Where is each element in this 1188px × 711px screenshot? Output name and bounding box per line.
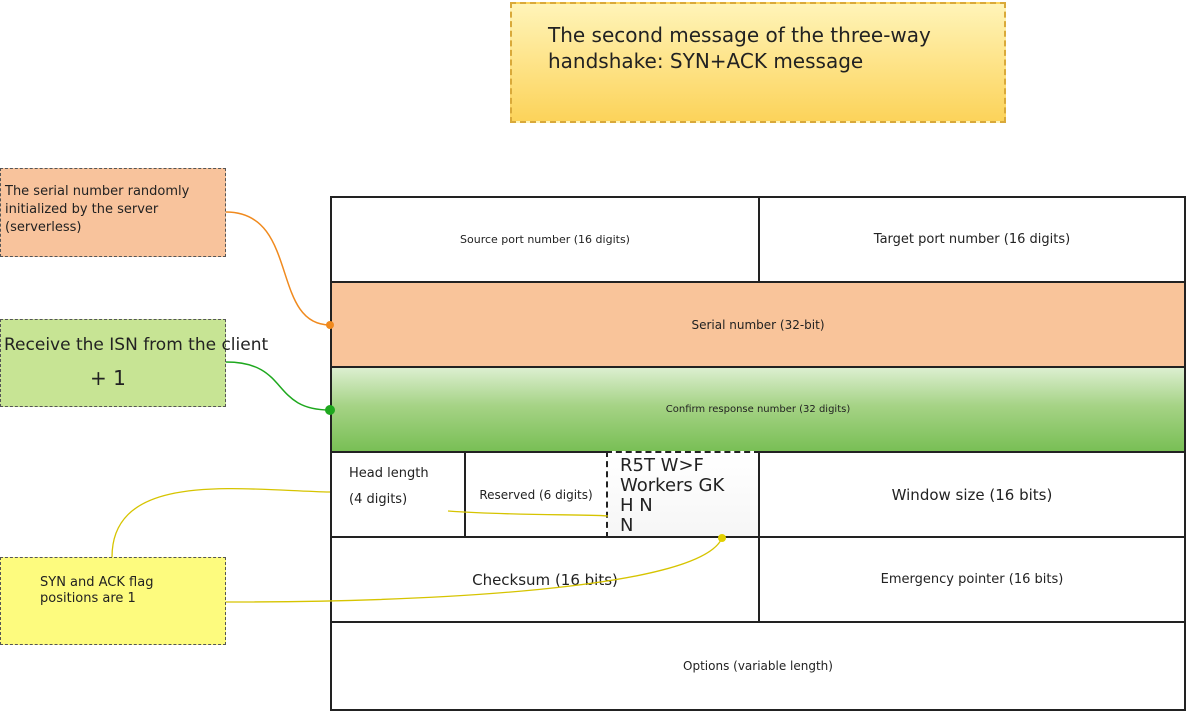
options-field: Options (variable length) bbox=[330, 621, 1186, 711]
checksum-label: Checksum (16 bits) bbox=[472, 570, 618, 589]
window-size-field: Window size (16 bits) bbox=[758, 451, 1186, 538]
isn-note bbox=[0, 319, 226, 407]
serial-connector bbox=[225, 211, 331, 326]
source-port-label: Source port number (16 digits) bbox=[460, 233, 630, 246]
serial-note bbox=[0, 168, 226, 257]
window-size-label: Window size (16 bits) bbox=[891, 485, 1053, 504]
diagram-title: The second message of the three-way hand… bbox=[548, 23, 931, 73]
head-length-bits: (4 digits) bbox=[349, 492, 408, 507]
flags-label: R5T W>F Workers GK H N N bbox=[620, 455, 725, 536]
target-port-field: Target port number (16 digits) bbox=[758, 196, 1186, 283]
flags-shade bbox=[608, 454, 758, 536]
confirm-number-label: Confirm response number (32 digits) bbox=[665, 404, 851, 415]
source-port-field: Source port number (16 digits) bbox=[330, 196, 760, 283]
title-note bbox=[510, 2, 1006, 123]
serial-number-label: Serial number (32-bit) bbox=[691, 317, 825, 332]
checksum-field: Checksum (16 bits) bbox=[330, 536, 760, 623]
isn-note-increment: + 1 bbox=[90, 366, 126, 390]
isn-note-text: Receive the ISN from the client bbox=[4, 335, 269, 355]
emergency-pointer-label: Emergency pointer (16 bits) bbox=[880, 572, 1064, 587]
isn-connector bbox=[225, 361, 331, 411]
reserved-field: Reserved (6 digits) bbox=[464, 451, 608, 538]
syn-connector-head bbox=[111, 487, 331, 558]
target-port-label: Target port number (16 digits) bbox=[873, 232, 1071, 247]
syn-ack-note-text: SYN and ACK flag positions are 1 bbox=[40, 575, 154, 606]
emergency-pointer-field: Emergency pointer (16 bits) bbox=[758, 536, 1186, 623]
syn-ack-note bbox=[0, 557, 226, 645]
reserved-label: Reserved (6 digits) bbox=[479, 487, 593, 502]
confirm-number-field: Confirm response number (32 digits) bbox=[330, 366, 1186, 453]
head-length-label: Head length bbox=[349, 466, 429, 481]
serial-number-field: Serial number (32-bit) bbox=[330, 281, 1186, 368]
serial-note-text: The serial number randomly initialized b… bbox=[5, 184, 190, 235]
options-label: Options (variable length) bbox=[683, 659, 833, 673]
